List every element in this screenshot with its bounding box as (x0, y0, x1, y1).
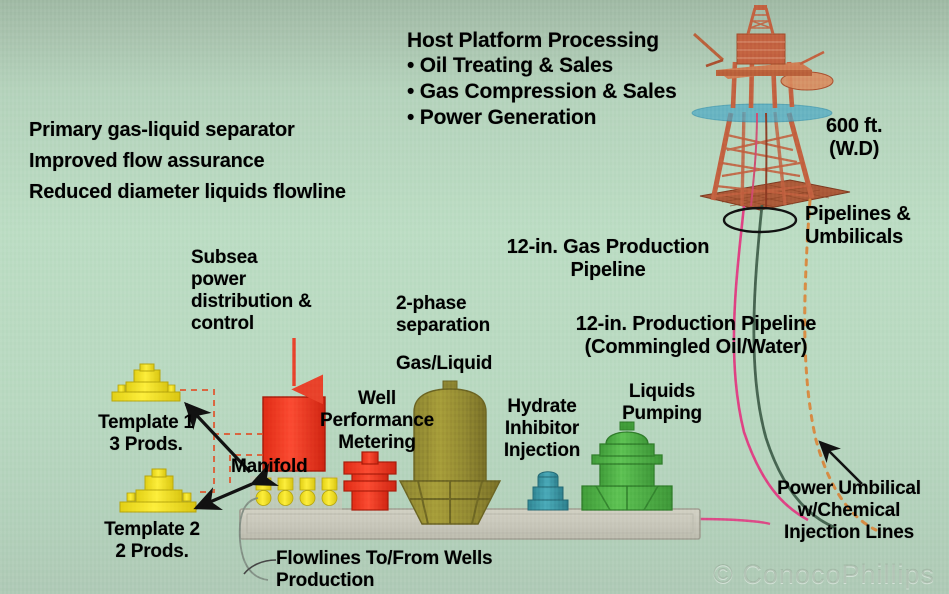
template-2-label: Template 2 2 Prods. (104, 519, 200, 563)
platform-topsides (692, 5, 834, 109)
gas-pipeline-line (752, 204, 837, 530)
manifold-label: Manifold (231, 456, 308, 477)
benefit-reduced-diameter-flowline: Reduced diameter liquids flowline (29, 181, 346, 203)
power-umbilical-label: Power Umbilical w/Chemical Injection Lin… (777, 478, 921, 544)
hydrate-inhibitor-unit (527, 471, 569, 511)
conocophillips-watermark: © ConocoPhillips (713, 559, 935, 589)
liquids-pumping-module (581, 421, 673, 511)
host-platform-bullet-1: • Oil Treating & Sales (407, 54, 614, 77)
waterline-ellipse (692, 104, 832, 122)
hydrate-inhibitor-injection-label: Hydrate Inhibitor Injection (503, 396, 581, 462)
manifold-to-template1-arrow (184, 401, 252, 474)
gas-liquid-label: Gas/Liquid (396, 353, 493, 374)
production-pipeline-line (732, 205, 809, 522)
template-1-structure (111, 363, 181, 402)
power-umbilical-callout-arrow (818, 440, 863, 485)
well-performance-metering-label: Well Performance Metering (320, 388, 434, 454)
template-1-label: Template 1 3 Prods. (98, 412, 194, 456)
metering-skid (343, 451, 397, 511)
manifold-to-template2-arrow (193, 463, 279, 511)
benefit-flow-assurance: Improved flow assurance (29, 150, 265, 172)
subsea-power-distribution-label: Subsea power distribution & control (191, 247, 312, 335)
flowlines-callout-leader (243, 559, 277, 575)
benefit-primary-separator: Primary gas-liquid separator (29, 119, 295, 141)
platform-jacket (710, 111, 815, 207)
host-platform-bullet-3: • Power Generation (407, 106, 597, 129)
host-platform-illustration (691, 5, 851, 211)
riser-bundle-marker (722, 206, 798, 234)
pipelines-umbilicals-label: Pipelines & Umbilicals (805, 203, 911, 249)
liquids-pumping-label: Liquids Pumping (622, 381, 702, 425)
derrick (746, 5, 775, 35)
water-depth-label: 600 ft. (W.D) (826, 115, 883, 161)
two-phase-separation-label: 2-phase separation (396, 293, 491, 337)
production-pipeline-label: 12-in. Production Pipeline (Commingled O… (575, 313, 817, 359)
two-phase-separator-vessel (398, 380, 502, 525)
host-platform-bullet-2: • Gas Compression & Sales (407, 80, 677, 103)
power-umbilical-line (803, 198, 878, 532)
subsea-power-module (262, 396, 326, 472)
template-2-structure (119, 468, 197, 513)
flowlines-label: Flowlines To/From Wells Production (276, 548, 493, 592)
riser-pipeline-lines (699, 198, 878, 532)
platform-base-mat (699, 179, 851, 211)
gas-production-pipeline-label: 12-in. Gas Production Pipeline (506, 236, 710, 282)
host-platform-heading: Host Platform Processing (407, 29, 659, 52)
manifold-equipment (250, 476, 342, 510)
